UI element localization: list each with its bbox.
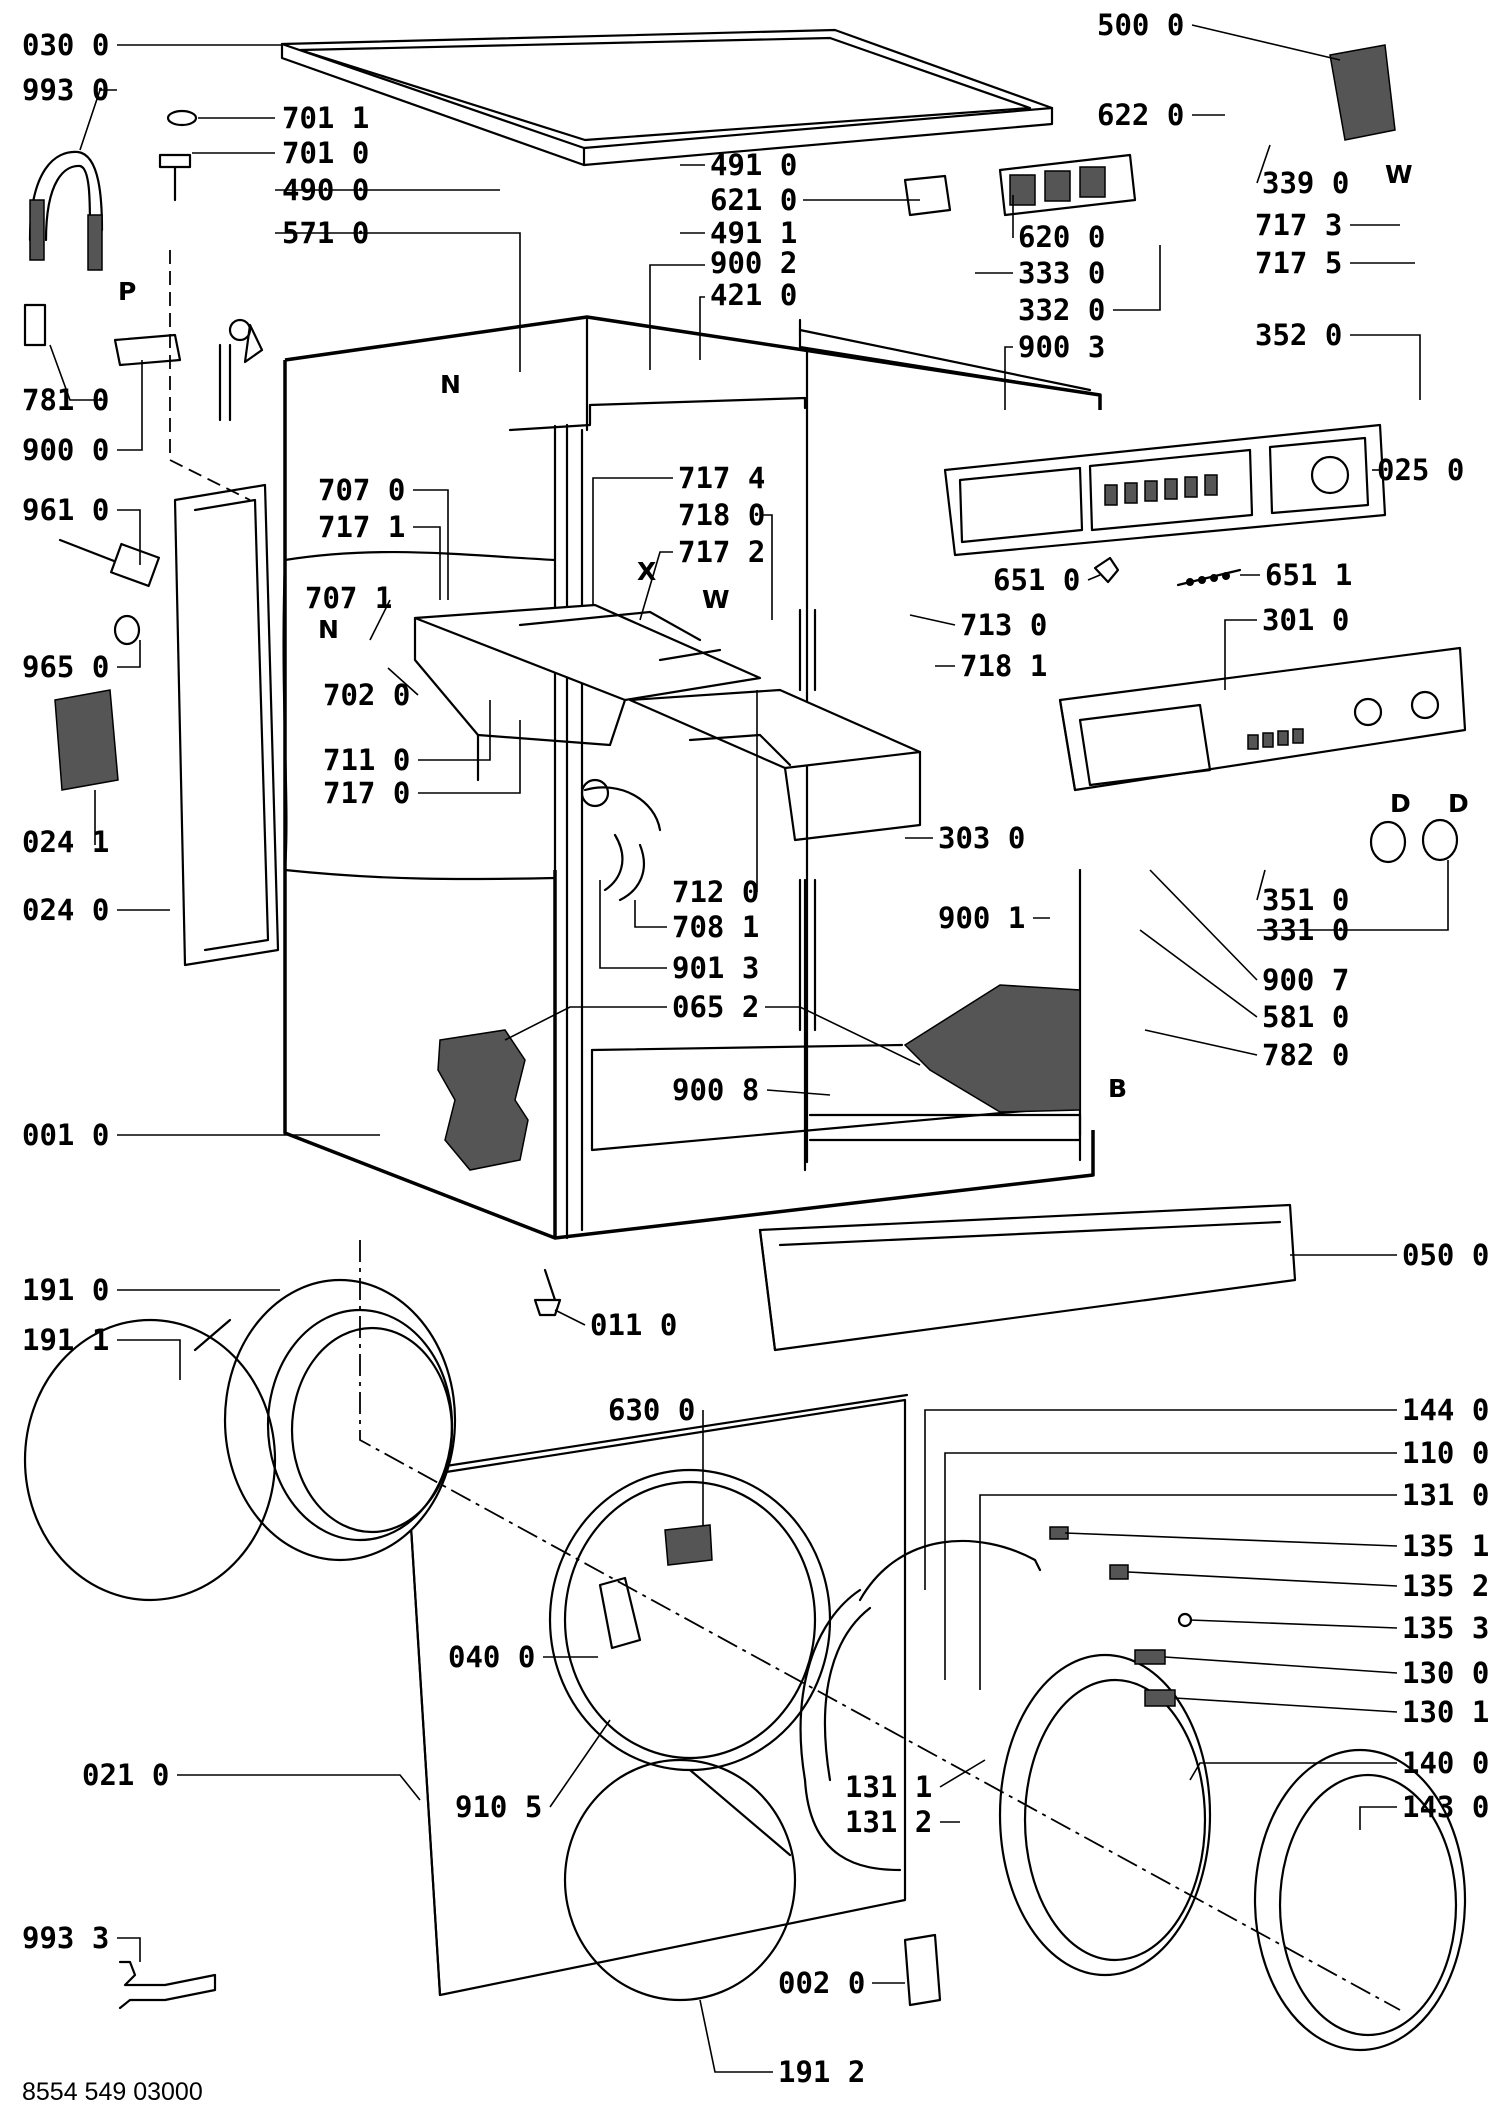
part-label-065-2: 065 2 xyxy=(672,990,759,1024)
position-letters: P N X W N W D D B xyxy=(118,160,1469,1103)
part-label-702-0: 702 0 xyxy=(323,678,410,712)
part-label-622-0: 622 0 xyxy=(1097,98,1184,132)
part-label-301-0: 301 0 xyxy=(1262,603,1349,637)
part-label-718-0: 718 0 xyxy=(678,498,765,532)
part-label-701-0: 701 0 xyxy=(282,136,369,170)
part-label-024-1: 024 1 xyxy=(22,825,109,859)
document-number: 8554 549 03000 xyxy=(22,2078,203,2106)
part-label-021-0: 021 0 xyxy=(82,1758,169,1792)
position-letter-b: B xyxy=(1108,1074,1127,1103)
part-label-303-0: 303 0 xyxy=(938,821,1025,855)
part-label-712-0: 712 0 xyxy=(672,875,759,909)
part-label-707-1: 707 1 xyxy=(305,581,392,615)
position-letter-x: X xyxy=(637,557,656,586)
part-label-707-0: 707 0 xyxy=(318,473,405,507)
part-label-965-0: 965 0 xyxy=(22,650,109,684)
part-label-001-0: 001 0 xyxy=(22,1118,109,1152)
part-label-900-1: 900 1 xyxy=(938,901,1025,935)
left-side-parts xyxy=(23,109,280,967)
leader-lines xyxy=(49,24,1449,2073)
front-assembly xyxy=(23,250,1467,2052)
part-label-011-0: 011 0 xyxy=(590,1308,677,1342)
part-label-993-3: 993 3 xyxy=(22,1921,109,1955)
position-letter-n: N xyxy=(440,370,461,399)
part-label-571-0: 571 0 xyxy=(282,216,369,250)
position-letter-d: D xyxy=(1448,789,1469,818)
part-label-621-0: 621 0 xyxy=(710,183,797,217)
part-label-910-5: 910 5 xyxy=(455,1790,542,1824)
position-letter-w: W xyxy=(1385,160,1413,189)
part-label-711-0: 711 0 xyxy=(323,743,410,777)
part-label-651-0: 651 0 xyxy=(993,563,1080,597)
part-label-900-7: 900 7 xyxy=(1262,963,1349,997)
part-label-351-0: 351 0 xyxy=(1262,883,1349,917)
part-label-491-1: 491 1 xyxy=(710,216,797,250)
part-label-630-0: 630 0 xyxy=(608,1393,695,1427)
part-label-332-0: 332 0 xyxy=(1018,293,1105,327)
part-label-130-1: 130 1 xyxy=(1402,1695,1489,1729)
part-label-961-0: 961 0 xyxy=(22,493,109,527)
part-label-993-0: 993 0 xyxy=(22,73,109,107)
part-label-900-8: 900 8 xyxy=(672,1073,759,1107)
part-label-024-0: 024 0 xyxy=(22,893,109,927)
part-label-191-0: 191 0 xyxy=(22,1273,109,1307)
part-label-040-0: 040 0 xyxy=(448,1640,535,1674)
part-label-421-0: 421 0 xyxy=(710,278,797,312)
part-label-717-2: 717 2 xyxy=(678,535,765,569)
part-label-030-0: 030 0 xyxy=(22,28,109,62)
part-label-717-1: 717 1 xyxy=(318,510,405,544)
part-label-718-1: 718 1 xyxy=(960,649,1047,683)
part-label-131-1: 131 1 xyxy=(845,1770,932,1804)
part-label-717-5: 717 5 xyxy=(1255,246,1342,280)
part-label-651-1: 651 1 xyxy=(1265,558,1352,592)
cabinet-body xyxy=(280,28,1102,1240)
part-label-901-3: 901 3 xyxy=(672,951,759,985)
position-letter-w: W xyxy=(702,585,730,614)
part-label-191-2: 191 2 xyxy=(778,2055,865,2089)
part-label-900-3: 900 3 xyxy=(1018,330,1105,364)
part-label-143-0: 143 0 xyxy=(1402,1790,1489,1824)
part-label-140-0: 140 0 xyxy=(1402,1746,1489,1780)
part-label-900-0: 900 0 xyxy=(22,433,109,467)
part-label-352-0: 352 0 xyxy=(1255,318,1342,352)
part-label-333-0: 333 0 xyxy=(1018,256,1105,290)
part-label-135-3: 135 3 xyxy=(1402,1611,1489,1645)
part-label-002-0: 002 0 xyxy=(778,1966,865,2000)
part-label-782-0: 782 0 xyxy=(1262,1038,1349,1072)
part-label-135-1: 135 1 xyxy=(1402,1529,1489,1563)
part-label-717-0: 717 0 xyxy=(323,776,410,810)
part-label-025-0: 025 0 xyxy=(1377,453,1464,487)
detergent-dispenser xyxy=(413,603,922,902)
position-letter-p: P xyxy=(118,277,136,306)
part-label-900-2: 900 2 xyxy=(710,246,797,280)
control-panel-parts xyxy=(903,44,1467,864)
part-label-490-0: 490 0 xyxy=(282,173,369,207)
part-label-130-0: 130 0 xyxy=(1402,1656,1489,1690)
part-label-701-1: 701 1 xyxy=(282,101,369,135)
part-label-717-3: 717 3 xyxy=(1255,208,1342,242)
part-label-144-0: 144 0 xyxy=(1402,1393,1489,1427)
part-label-491-0: 491 0 xyxy=(710,148,797,182)
insulation-foam xyxy=(437,984,1081,1171)
part-label-620-0: 620 0 xyxy=(1018,220,1105,254)
position-letter-n: N xyxy=(318,615,339,644)
part-label-717-4: 717 4 xyxy=(678,461,765,495)
part-label-339-0: 339 0 xyxy=(1262,166,1349,200)
part-label-500-0: 500 0 xyxy=(1097,8,1184,42)
part-label-581-0: 581 0 xyxy=(1262,1000,1349,1034)
part-label-708-1: 708 1 xyxy=(672,910,759,944)
part-label-191-1: 191 1 xyxy=(22,1323,109,1357)
part-label-331-0: 331 0 xyxy=(1262,913,1349,947)
part-label-135-2: 135 2 xyxy=(1402,1569,1489,1603)
part-label-110-0: 110 0 xyxy=(1402,1436,1489,1470)
part-label-781-0: 781 0 xyxy=(22,383,109,417)
part-label-131-0: 131 0 xyxy=(1402,1478,1489,1512)
part-label-131-2: 131 2 xyxy=(845,1805,932,1839)
part-label-050-0: 050 0 xyxy=(1402,1238,1489,1272)
part-label-713-0: 713 0 xyxy=(960,608,1047,642)
position-letter-d: D xyxy=(1390,789,1411,818)
